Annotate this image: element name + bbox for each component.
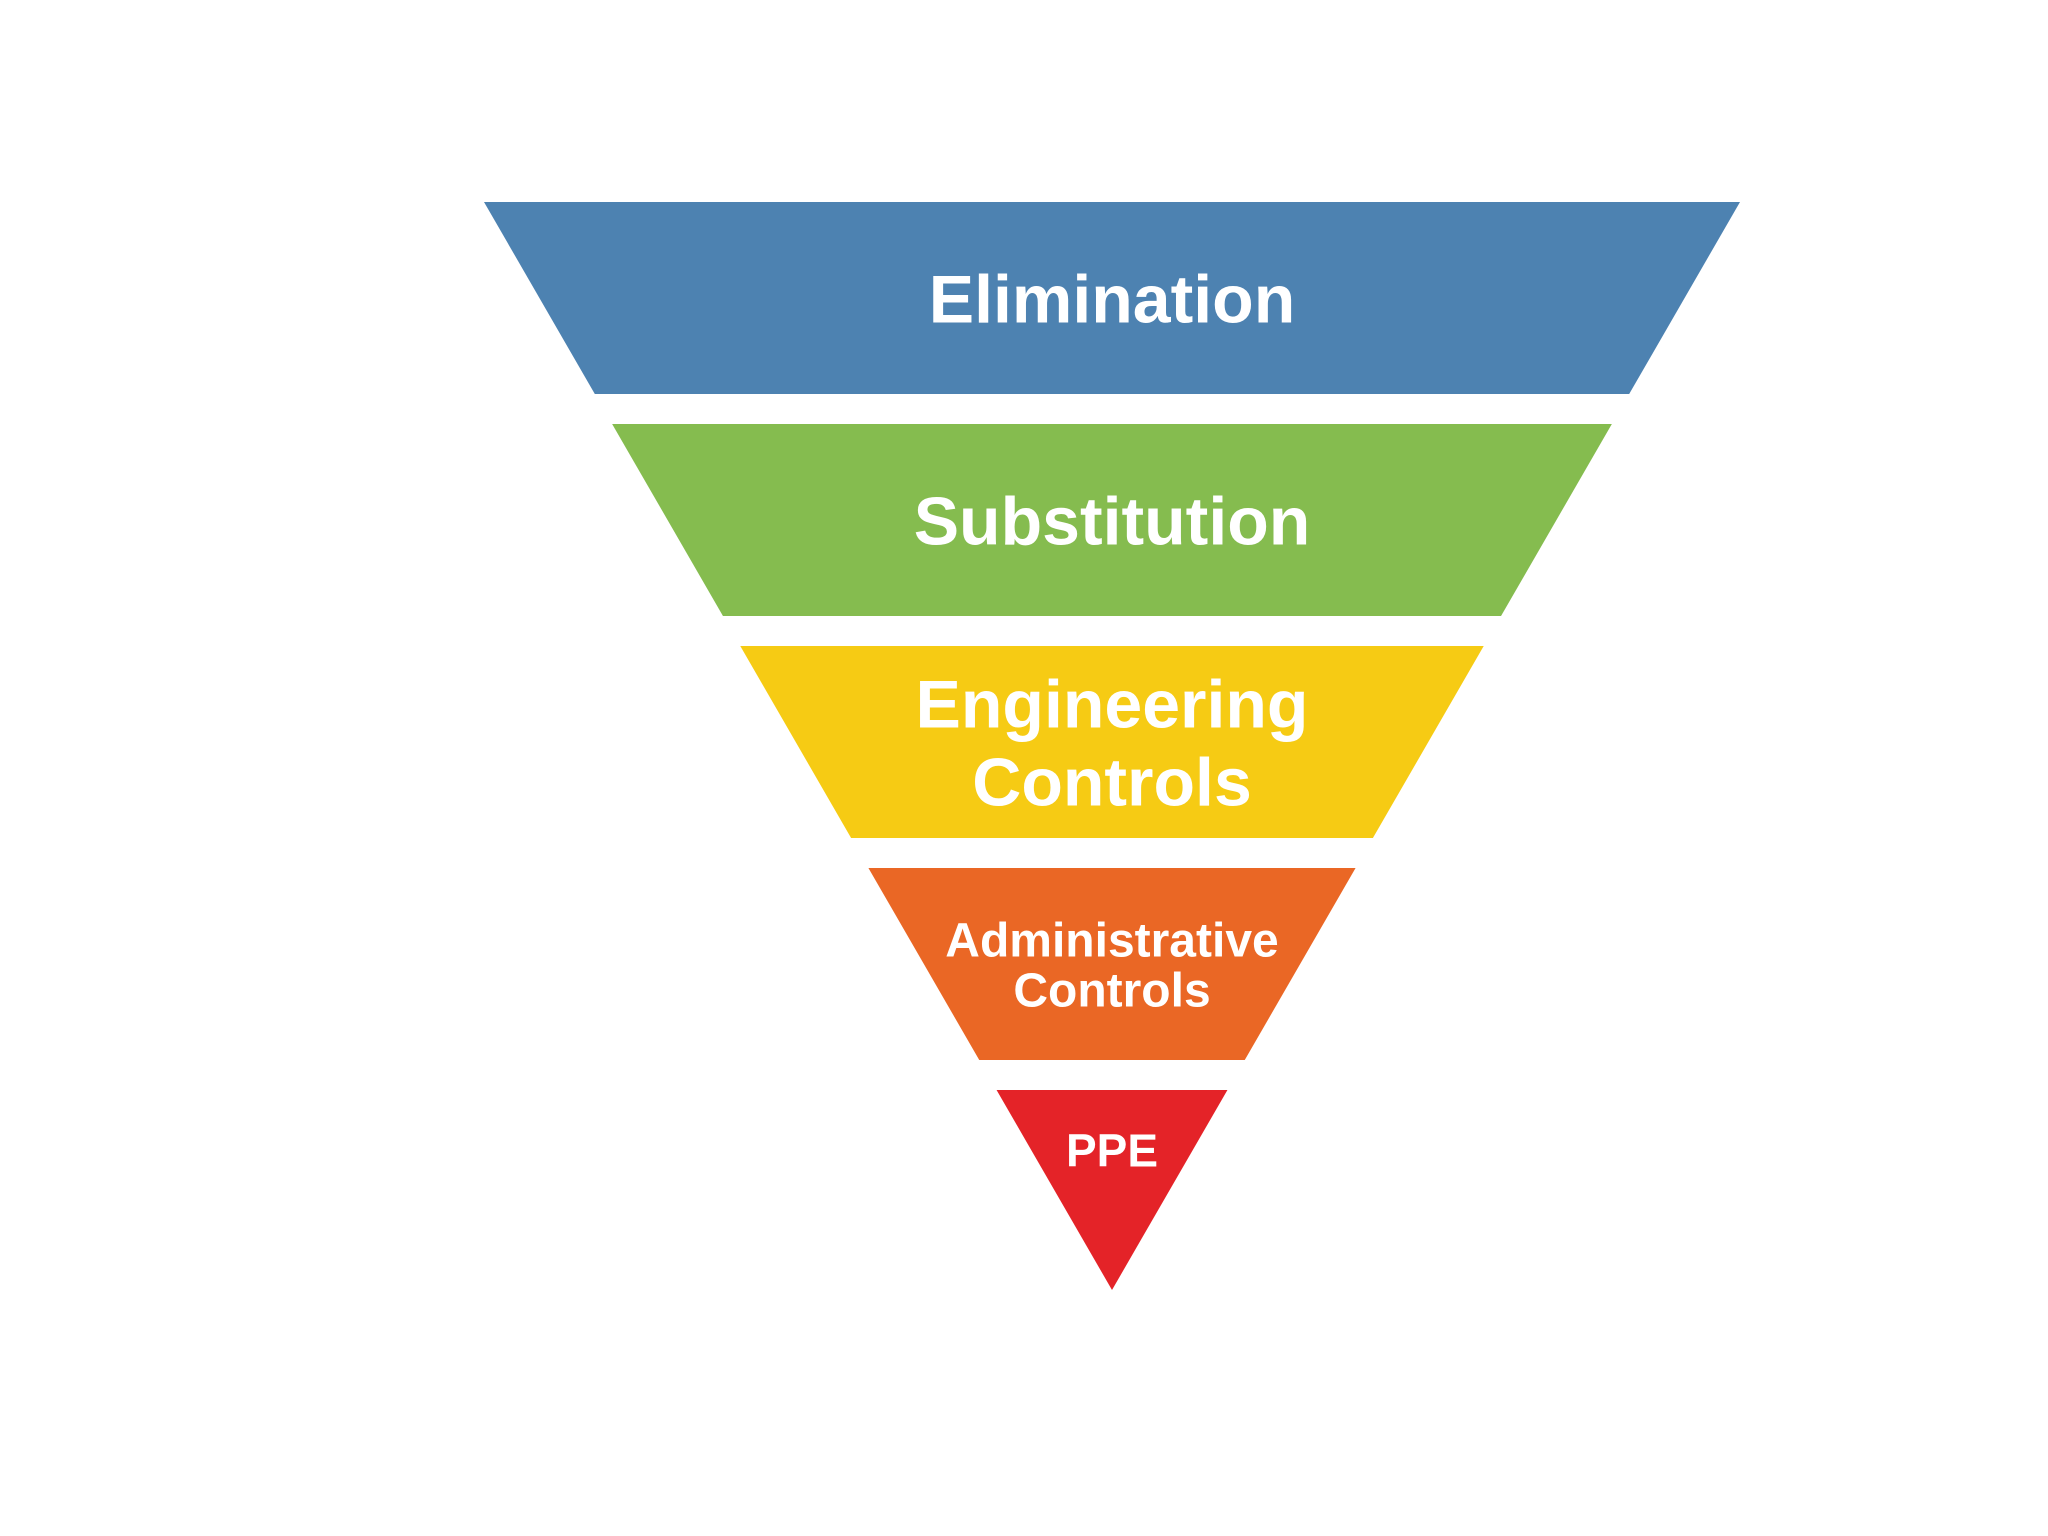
tier-administrative-controls-label-line: Administrative [945,914,1278,967]
tier-substitution-label-line: Substitution [914,483,1311,559]
tier-engineering-controls-label-line: Controls [972,744,1252,820]
tier-elimination-band [484,202,1740,394]
tier-engineering-controls-label-line: Engineering [916,666,1309,742]
tier-substitution-band [612,424,1612,616]
tier-ppe-label-line: PPE [1066,1125,1158,1177]
tier-administrative-controls-band [868,868,1356,1060]
tier-elimination-label-line: Elimination [929,261,1295,337]
tier-engineering-controls-band [740,646,1484,838]
tier-ppe-label: PPE [1066,1125,1158,1177]
tier-substitution-label: Substitution [914,483,1311,559]
tier-elimination-label: Elimination [929,261,1295,337]
tier-administrative-controls-label-line: Controls [1013,964,1210,1017]
tier-ppe-band [996,1090,1228,1290]
